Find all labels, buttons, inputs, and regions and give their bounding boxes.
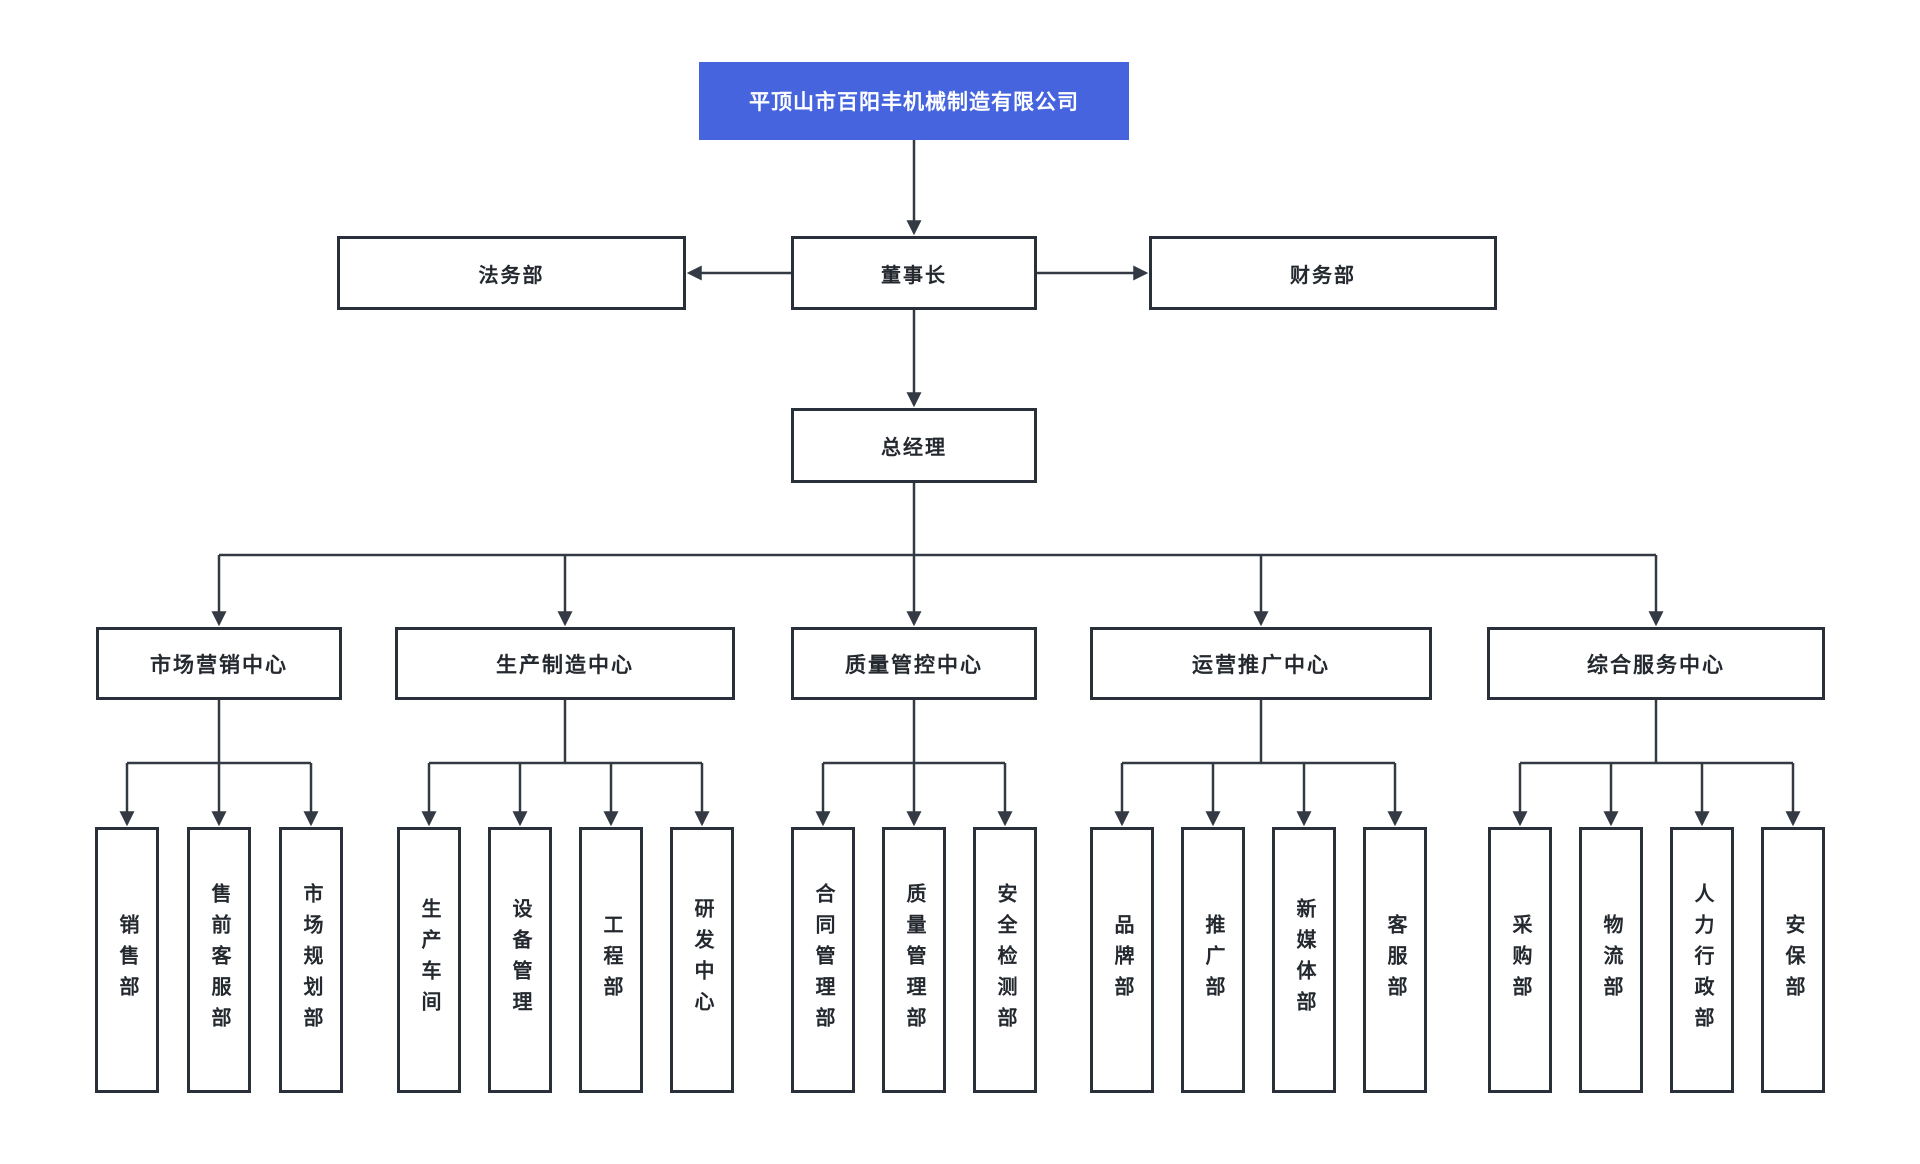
node-label: 客服部 [1384, 913, 1406, 1007]
node-center-marketing[interactable]: 市场营销中心 [96, 627, 342, 700]
node-center-operations[interactable]: 运营推广中心 [1090, 627, 1432, 700]
node-center-production[interactable]: 生产制造中心 [395, 627, 735, 700]
node-label: 质量管理部 [903, 882, 925, 1038]
node-label: 市场营销中心 [150, 653, 288, 677]
node-dept-quality-mgmt[interactable]: 质量管理部 [882, 827, 946, 1093]
node-dept-security[interactable]: 安保部 [1761, 827, 1825, 1093]
node-center-quality[interactable]: 质量管控中心 [791, 627, 1037, 700]
node-dept-market-planning[interactable]: 市场规划部 [279, 827, 343, 1093]
node-label: 新媒体部 [1293, 898, 1315, 1022]
node-label: 生产制造中心 [496, 653, 634, 677]
node-label: 总经理 [881, 437, 947, 459]
node-label: 研发中心 [691, 898, 713, 1022]
node-dept-equipment-mgmt[interactable]: 设备管理 [488, 827, 552, 1093]
node-dept-procurement[interactable]: 采购部 [1488, 827, 1552, 1093]
node-label: 人力行政部 [1691, 882, 1713, 1038]
node-label: 安全检测部 [994, 882, 1016, 1038]
node-label: 市场规划部 [300, 882, 322, 1038]
node-label: 销售部 [116, 913, 138, 1007]
node-label: 董事长 [881, 264, 947, 287]
node-dept-engineering[interactable]: 工程部 [579, 827, 643, 1093]
node-label: 推广部 [1202, 913, 1224, 1007]
node-label: 综合服务中心 [1587, 653, 1725, 677]
node-dept-contract-mgmt[interactable]: 合同管理部 [791, 827, 855, 1093]
node-company-root[interactable]: 平顶山市百阳丰机械制造有限公司 [699, 62, 1129, 140]
node-label: 质量管控中心 [845, 653, 983, 677]
node-dept-logistics[interactable]: 物流部 [1579, 827, 1643, 1093]
node-dept-sales[interactable]: 销售部 [95, 827, 159, 1093]
node-dept-rnd-center[interactable]: 研发中心 [670, 827, 734, 1093]
node-finance-dept[interactable]: 财务部 [1149, 236, 1497, 310]
node-label: 平顶山市百阳丰机械制造有限公司 [749, 91, 1079, 114]
node-dept-safety-inspection[interactable]: 安全检测部 [973, 827, 1037, 1093]
node-label: 采购部 [1509, 913, 1531, 1007]
node-dept-new-media[interactable]: 新媒体部 [1272, 827, 1336, 1093]
node-label: 物流部 [1600, 913, 1622, 1007]
node-dept-promotion[interactable]: 推广部 [1181, 827, 1245, 1093]
node-dept-customer-service[interactable]: 客服部 [1363, 827, 1427, 1093]
node-label: 生产车间 [418, 898, 440, 1022]
node-chairman[interactable]: 董事长 [791, 236, 1037, 310]
node-dept-presales-service[interactable]: 售前客服部 [187, 827, 251, 1093]
node-label: 财务部 [1290, 264, 1356, 287]
node-label: 运营推广中心 [1192, 653, 1330, 677]
node-label: 品牌部 [1111, 913, 1133, 1007]
node-dept-hr-admin[interactable]: 人力行政部 [1670, 827, 1734, 1093]
node-label: 设备管理 [509, 898, 531, 1022]
node-label: 法务部 [478, 264, 545, 287]
node-label: 售前客服部 [208, 882, 230, 1038]
node-general-manager[interactable]: 总经理 [791, 408, 1037, 483]
node-dept-brand[interactable]: 品牌部 [1090, 827, 1154, 1093]
node-center-services[interactable]: 综合服务中心 [1487, 627, 1825, 700]
node-label: 合同管理部 [812, 882, 834, 1038]
node-dept-production-workshop[interactable]: 生产车间 [397, 827, 461, 1093]
node-label: 工程部 [600, 913, 622, 1007]
node-legal-dept[interactable]: 法务部 [337, 236, 686, 310]
node-label: 安保部 [1782, 913, 1804, 1007]
